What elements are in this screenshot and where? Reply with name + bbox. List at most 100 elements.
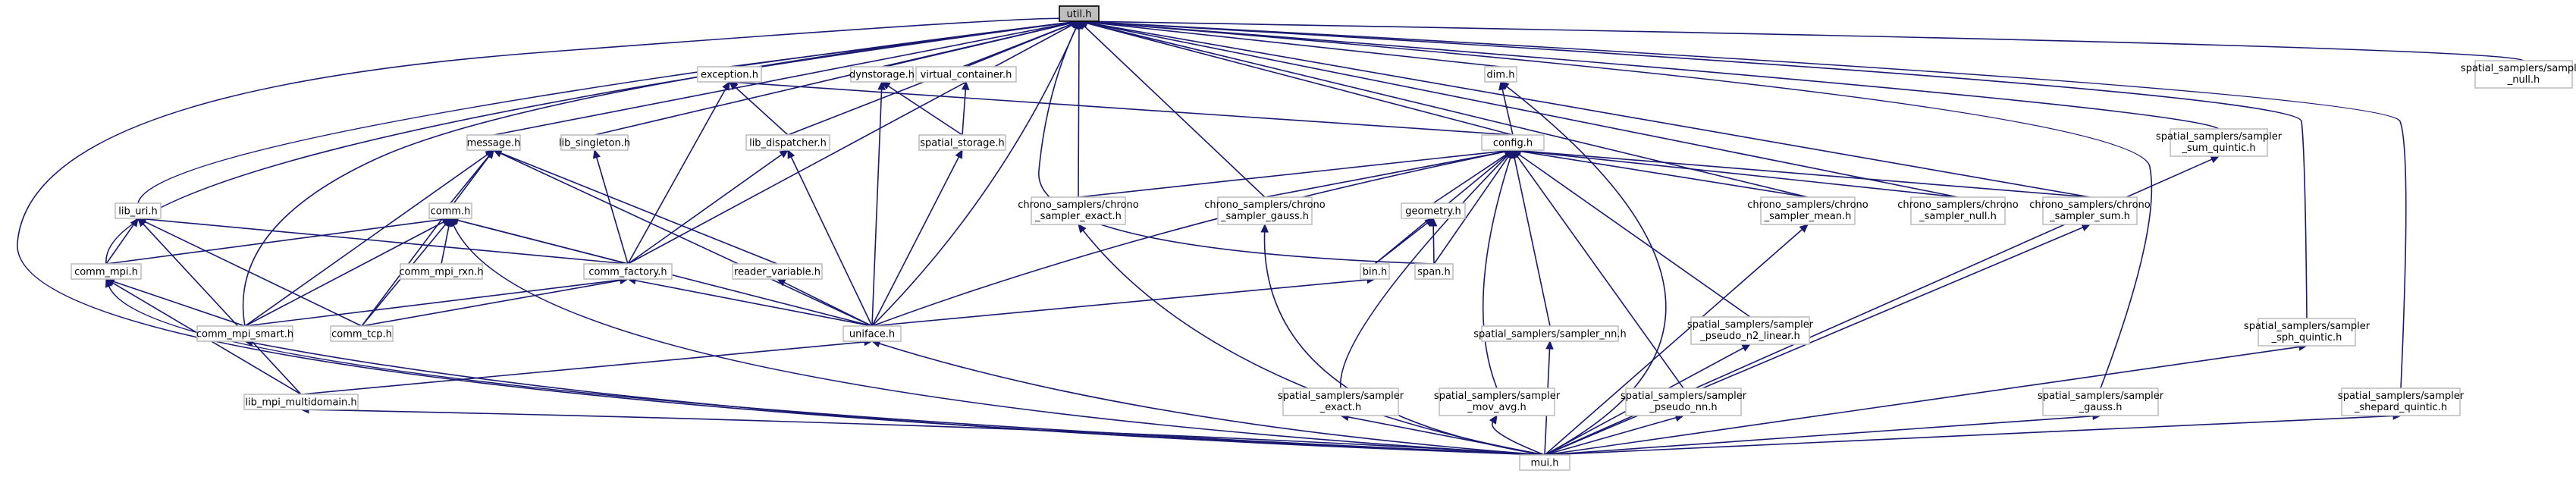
node-sampler-gauss[interactable]: spatial_samplers/sampler_gauss.h xyxy=(2038,387,2164,416)
node-comm-tcp[interactable]: comm_tcp.h xyxy=(330,325,394,342)
edge-mui-to-pseudo_nn xyxy=(1544,413,1685,456)
node-span[interactable]: span.h xyxy=(1414,263,1454,280)
node-label: mui.h xyxy=(1531,458,1559,469)
edge-mui-to-comm xyxy=(450,217,1545,456)
node-label: comm_tcp.h xyxy=(331,329,392,340)
node-label: uniface.h xyxy=(849,329,895,340)
node-sampler-exact[interactable]: spatial_samplers/sampler_exact.h xyxy=(1278,387,1404,416)
node-label: lib_uri.h xyxy=(118,206,158,218)
node-label: message.h xyxy=(467,138,521,149)
edge-chrono_sum-to-util xyxy=(1078,18,2091,198)
node-lib-dispatcher[interactable]: lib_dispatcher.h xyxy=(745,134,830,151)
node-sph-quintic[interactable]: spatial_samplers/sampler_sph_quintic.h xyxy=(2244,318,2370,347)
node-label: _sampler_mean.h xyxy=(1764,211,1852,222)
node-label: spatial_samplers/sampler xyxy=(1621,391,1747,402)
edge-mov_avg-to-config xyxy=(1482,149,1514,389)
node-chrono-gauss[interactable]: chrono_samplers/chrono_sampler_gauss.h xyxy=(1204,196,1326,225)
node-sum-quintic[interactable]: spatial_samplers/sampler_sum_quintic.h xyxy=(2156,128,2283,157)
node-chrono-mean[interactable]: chrono_samplers/chrono_sampler_mean.h xyxy=(1747,196,1868,225)
node-dim[interactable]: dim.h xyxy=(1484,66,1517,83)
node-lib-mpi-multidomain[interactable]: lib_mpi_multidomain.h xyxy=(243,394,359,410)
node-bin[interactable]: bin.h xyxy=(1360,263,1390,280)
node-label: chrono_samplers/chrono xyxy=(1897,199,2018,211)
node-label: _exact.h xyxy=(1319,402,1362,413)
node-uniface[interactable]: uniface.h xyxy=(842,325,902,342)
node-label: spatial_samplers/sampler_nn.h xyxy=(1473,329,1627,340)
node-dynstorage[interactable]: dynstorage.h xyxy=(849,66,915,83)
node-chrono-exact[interactable]: chrono_samplers/chrono_sampler_exact.h xyxy=(1018,196,1139,225)
edge-comm_mpi_smart-to-message xyxy=(244,149,494,327)
node-lib-singleton[interactable]: lib_singleton.h xyxy=(559,134,630,151)
node-comm-mpi-smart[interactable]: comm_mpi_smart.h xyxy=(196,325,293,342)
node-label: bin.h xyxy=(1363,267,1387,278)
node-label: _sph_quintic.h xyxy=(2271,332,2342,344)
node-label: _sampler_exact.h xyxy=(1034,211,1122,222)
node-label: _sampler_gauss.h xyxy=(1220,211,1309,222)
edge-span-to-util xyxy=(1038,20,1435,265)
edge-uniface-to-lib_dispatcher xyxy=(787,149,873,327)
edge-span-to-geometry xyxy=(1429,217,1438,265)
node-label: chrono_samplers/chrono xyxy=(1204,199,1325,211)
node-sampler-nn[interactable]: spatial_samplers/sampler_nn.h xyxy=(1473,325,1627,342)
edge-comm_tcp-to-message xyxy=(361,149,494,327)
node-pseudo-nn[interactable]: spatial_samplers/sampler_pseudo_nn.h xyxy=(1621,387,1747,416)
node-mov-avg[interactable]: spatial_samplers/sampler_mov_avg.h xyxy=(1434,387,1561,416)
node-label: comm_mpi.h xyxy=(74,267,138,278)
node-pseudo-n2-linear[interactable]: spatial_samplers/sampler_pseudo_n2_linea… xyxy=(1687,316,1814,345)
edge-bin-to-geometry xyxy=(1374,218,1434,265)
edge-mui-to-chrono_sum xyxy=(1544,224,2091,456)
node-mui[interactable]: mui.h xyxy=(1519,454,1570,471)
node-config[interactable]: config.h xyxy=(1481,134,1545,151)
edge-mui-to-mov_avg xyxy=(1489,414,1545,456)
node-geometry[interactable]: geometry.h xyxy=(1401,202,1466,219)
node-label: _gauss.h xyxy=(2079,402,2123,413)
node-sampler-null[interactable]: spatial_samplers/sampler_null.h xyxy=(2461,60,2576,89)
node-label: _pseudo_n2_linear.h xyxy=(1699,331,1799,342)
node-comm-mpi[interactable]: comm_mpi.h xyxy=(71,263,142,280)
node-lib-uri[interactable]: lib_uri.h xyxy=(115,202,162,219)
node-label: spatial_storage.h xyxy=(920,138,1005,149)
edge-mui-to-sampler_gauss xyxy=(1544,412,2102,456)
node-chrono-sum[interactable]: chrono_samplers/chrono_sampler_sum.h xyxy=(2029,196,2151,225)
node-spatial-storage[interactable]: spatial_storage.h xyxy=(918,134,1006,151)
edge-comm_mpi_smart-to-comm_factory xyxy=(244,276,629,327)
node-comm[interactable]: comm.h xyxy=(428,202,472,219)
node-exception[interactable]: exception.h xyxy=(697,66,762,83)
node-label: spatial_samplers/sampler xyxy=(2338,391,2465,402)
edge-lib_dispatcher-to-exception xyxy=(729,81,789,136)
edge-mui-to-chrono_gauss xyxy=(1260,223,1545,456)
edge-spatial_storage-to-dynstorage xyxy=(880,81,963,136)
edge-sph_quintic-to-util xyxy=(1078,17,2308,319)
node-label: spatial_samplers/sampler xyxy=(2038,391,2164,402)
node-label: spatial_samplers/sampler xyxy=(2244,321,2370,332)
edge-uniface-to-dynstorage xyxy=(871,80,886,327)
node-reader-variable[interactable]: reader_variable.h xyxy=(732,263,823,280)
edge-uniface-to-config xyxy=(871,147,1514,327)
node-comm-mpi-rxn[interactable]: comm_mpi_rxn.h xyxy=(399,263,484,280)
node-virtual-container[interactable]: virtual_container.h xyxy=(915,66,1017,83)
node-label: chrono_samplers/chrono xyxy=(1018,199,1138,211)
node-label: dynstorage.h xyxy=(849,70,915,81)
edge-uniface-to-message xyxy=(492,149,873,327)
node-label: _sum_quintic.h xyxy=(2181,143,2255,154)
node-label: comm_factory.h xyxy=(588,267,667,278)
node-message[interactable]: message.h xyxy=(466,134,521,151)
node-label: _pseudo_nn.h xyxy=(1649,402,1717,413)
node-label: _null.h xyxy=(2507,74,2540,86)
edge-mui-to-dim xyxy=(1500,81,1667,456)
edge-uniface-to-util xyxy=(871,20,1080,327)
node-chrono-null[interactable]: chrono_samplers/chrono_sampler_null.h xyxy=(1897,196,2019,225)
node-label: _sampler_sum.h xyxy=(2049,211,2130,222)
node-label: comm_mpi_smart.h xyxy=(196,329,293,340)
node-util: util.h xyxy=(1059,5,1100,22)
node-comm-factory[interactable]: comm_factory.h xyxy=(583,263,673,280)
node-label: spatial_samplers/sampler xyxy=(1434,391,1561,402)
edge-comm_mpi-to-lib_uri xyxy=(105,218,139,265)
edge-spatial_storage-to-virtual_container xyxy=(961,80,970,136)
node-label: spatial_samplers/sampler xyxy=(1278,391,1404,402)
node-shepard-quintic[interactable]: spatial_samplers/sampler_shepard_quintic… xyxy=(2338,387,2465,416)
node-label: _sampler_null.h xyxy=(1919,211,1997,222)
edge-sampler_nn-to-config xyxy=(1511,149,1551,327)
